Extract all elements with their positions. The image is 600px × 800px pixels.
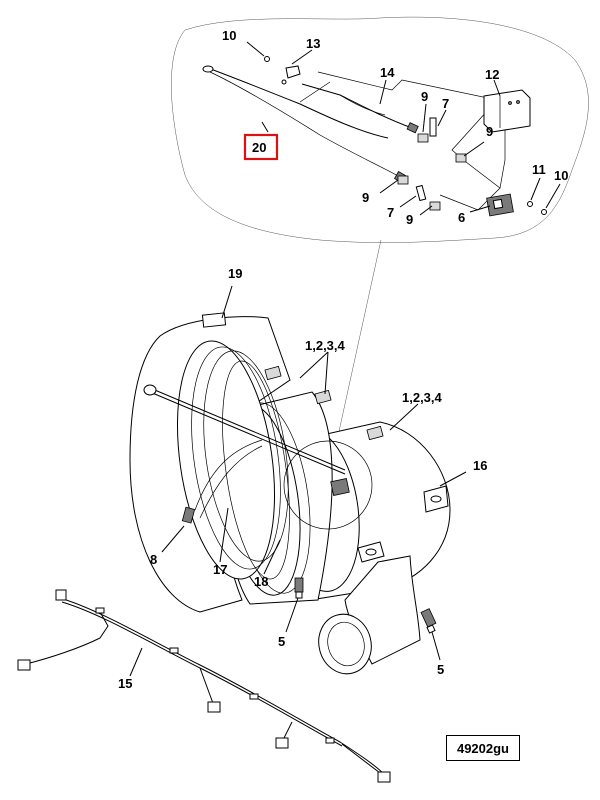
nut-part-10-left — [264, 56, 270, 62]
detail-view: 10 13 14 12 9 7 9 20 11 10 9 7 9 6 — [171, 16, 589, 446]
callout-16: 16 — [473, 458, 487, 473]
callout-20: 20 — [252, 140, 266, 155]
figure-reference-code: 49202gu — [446, 735, 520, 761]
temperature-sensor-long — [202, 65, 407, 184]
callout-11: 11 — [532, 162, 546, 177]
main-leaders — [161, 285, 467, 661]
callout-14: 14 — [380, 65, 395, 80]
clip-part-13 — [281, 65, 301, 85]
callout-6: 6 — [458, 210, 465, 225]
callout-19: 19 — [228, 266, 242, 281]
sensor-module-part-6 — [486, 193, 514, 217]
temperature-sensor-short — [301, 83, 419, 134]
highlighted-callout-box — [243, 133, 279, 161]
sensor-rod — [149, 387, 346, 471]
washer-part-11 — [527, 201, 533, 207]
detail-leader — [335, 239, 382, 446]
grommets-and-tubes — [397, 117, 467, 211]
harness-frame — [317, 71, 501, 211]
detail-outline — [171, 16, 589, 243]
detail-locator-circle — [283, 440, 373, 530]
callout-18: 18 — [254, 574, 268, 589]
callout-1234-b: 1,2,3,4 — [402, 390, 443, 405]
callout-5-a: 5 — [278, 634, 285, 649]
bracket-part-12 — [483, 89, 531, 133]
nut-part-10-right — [541, 209, 547, 215]
callout-17: 17 — [213, 562, 227, 577]
callout-7-a: 7 — [442, 96, 449, 111]
callout-9-c: 9 — [362, 190, 369, 205]
callout-5-b: 5 — [437, 662, 444, 677]
callout-10-right: 10 — [554, 168, 568, 183]
callout-12: 12 — [485, 67, 499, 82]
aftertreatment-assembly: 19 1,2,3,4 1,2,3,4 16 8 17 18 5 5 — [129, 266, 487, 677]
callout-7-b: 7 — [387, 205, 394, 220]
callout-10-left: 10 — [222, 28, 236, 43]
sensor-plugs — [181, 506, 437, 634]
callout-15: 15 — [118, 676, 132, 691]
wire-harness: 15 — [17, 589, 391, 783]
callout-9-a: 9 — [421, 89, 428, 104]
callout-8: 8 — [150, 552, 157, 567]
callout-1234-a: 1,2,3,4 — [305, 338, 346, 353]
detail-leaders — [246, 41, 561, 216]
callout-9-d: 9 — [406, 212, 413, 227]
callout-9-b: 9 — [486, 124, 493, 139]
callout-13: 13 — [306, 36, 320, 51]
